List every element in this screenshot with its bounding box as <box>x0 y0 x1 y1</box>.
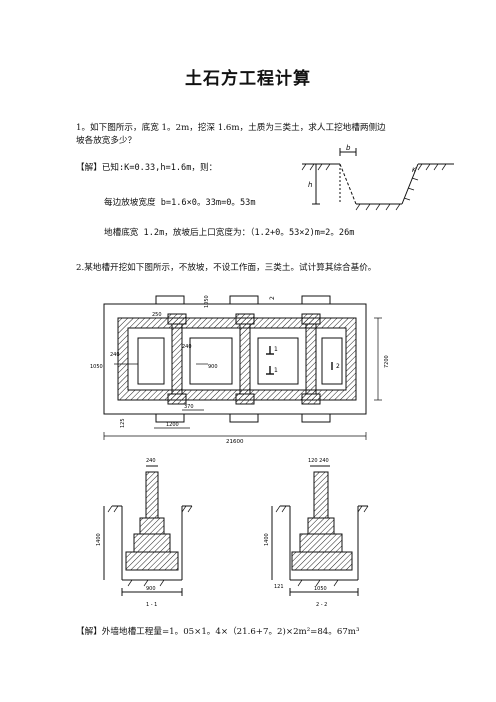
sec2-dim-height: 1400 <box>264 533 270 546</box>
sec2-label: 2 - 2 <box>316 602 327 608</box>
sec1-dim-height: 1400 <box>96 533 102 546</box>
label-b: b <box>346 144 351 152</box>
section-1-1-figure: 240 1400 900 1 - 1 <box>96 458 193 608</box>
dim-240a: 240 <box>182 344 192 350</box>
sec2-dim-top: 120 240 <box>308 458 329 464</box>
question-2-line-1: 2.某地槽开挖如下图所示，不放坡，不设工作面，三类土。试计算其综合基价。 <box>76 263 377 273</box>
section-2-2-figure: 120 240 1400 1050 121 2 - 2 <box>264 458 369 608</box>
dim-1200: 1200 <box>166 422 179 428</box>
dim-370: 370 <box>184 404 194 410</box>
label-h: h <box>308 181 312 189</box>
mark-1a: 1 <box>274 346 278 353</box>
dim-total: 21600 <box>226 439 244 444</box>
answer-1-line-1: 【解】已知:K=0.33,h=1.6m，则： <box>76 163 218 173</box>
label-slope: K <box>412 167 417 174</box>
dim-top-vertical: 1050 <box>204 295 210 308</box>
dim-240b: 240 <box>110 352 120 358</box>
answer-2-line-1: 【解】外墙地槽工程量=1。05×1。4×（21.6+7。2)×2m²=84。67… <box>76 627 360 637</box>
dim-125: 125 <box>120 418 126 428</box>
question-1-line-1: 1。如下图所示，底宽 1。2m，挖深 1.6m，土质为三类土，求人工挖地槽两侧边 <box>76 123 386 133</box>
dim-right: 7200 <box>384 355 390 368</box>
dim-1050-left: 1050 <box>90 364 103 370</box>
foundation-plan-figure: 1050 2 250 240 240 1050 900 7200 370 125… <box>90 295 390 444</box>
dim-250: 250 <box>152 312 162 318</box>
sec2-dim-left: 121 <box>274 584 284 590</box>
mark-top-2: 2 <box>269 296 276 300</box>
answer-1-line-3: 地槽底宽 1.2m，放坡后上口宽度为：（1.2+0。53×2)m=2。26m <box>104 228 355 238</box>
page-title: 土石方工程计算 <box>185 69 311 89</box>
sec2-dim-base: 1050 <box>314 586 327 592</box>
dim-900: 900 <box>208 364 218 370</box>
answer-1-line-2: 每边放坡宽度 b=1.6×0。33m=0。53m <box>104 198 256 208</box>
mark-2: 2 <box>336 363 340 370</box>
question-1-line-2: 坡各放宽多少？ <box>76 136 137 146</box>
trench-section-figure: b h K <box>301 144 454 211</box>
sec1-dim-top: 240 <box>146 458 156 464</box>
sec1-label: 1 - 1 <box>146 602 157 608</box>
sec1-dim-base: 900 <box>146 586 156 592</box>
mark-1b: 1 <box>274 367 278 374</box>
